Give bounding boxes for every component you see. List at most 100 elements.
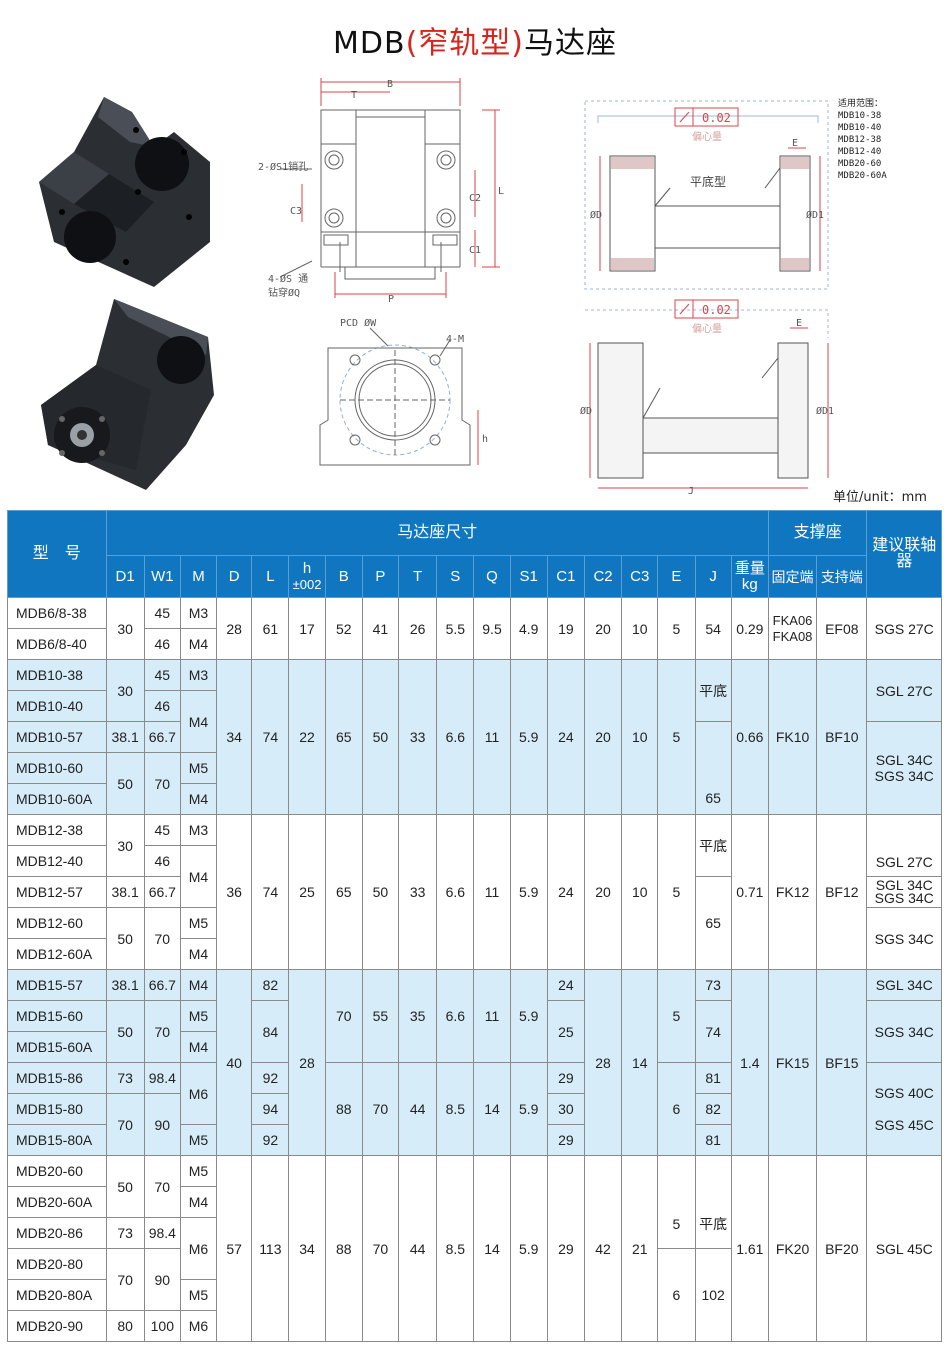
cell: 11: [473, 969, 511, 1063]
cell: 82: [694, 1093, 732, 1125]
table-row: MDB20-60 50 70 M5 57 113 34 88 70 44 8.5…: [7, 1155, 942, 1342]
cell: 20: [583, 597, 623, 660]
range-item: MDB10-38: [838, 111, 881, 121]
cell: 8.5: [436, 1155, 475, 1342]
cell: M4: [179, 1031, 218, 1063]
cell: 5.9: [509, 1062, 548, 1156]
cell: 66.7: [143, 876, 181, 908]
product-photo-bottom: [41, 299, 214, 490]
cell: 50: [105, 752, 145, 815]
applicable-range: 适用范围： MDB10-38 MDB10-40 MDB12-38 MDB12-4…: [838, 97, 887, 181]
range-item: MDB20-60: [838, 159, 881, 169]
cell: 10: [621, 814, 659, 970]
cell: 14: [473, 1155, 511, 1342]
cell: 24: [546, 969, 585, 1001]
cell: 50: [361, 659, 400, 815]
cell: 38.1: [105, 969, 145, 1001]
cell: 5.9: [509, 969, 548, 1063]
cell: SGL 27C: [866, 659, 942, 722]
cell: 84: [251, 1000, 290, 1063]
col-P: P: [361, 555, 400, 598]
col-h: h±002: [288, 555, 326, 598]
cell: M5: [179, 1279, 218, 1311]
col-C1: C1: [546, 555, 585, 598]
cell: M3: [179, 597, 218, 629]
side-view-flat-drawing: 0.02 偏心量 平底型 ØD ØD1 E: [584, 100, 829, 290]
range-item: MDB20-60A: [838, 171, 887, 181]
cell: 65: [694, 721, 732, 815]
model-cell: MDB12-38: [7, 814, 107, 846]
cell: 10: [621, 597, 659, 660]
col-D: D: [216, 555, 253, 598]
cell: 5.9: [509, 814, 548, 970]
cell: M6: [179, 1217, 218, 1280]
unit-label: 单位/unit：mm: [833, 490, 927, 505]
runout-label-1: 偏心量: [692, 130, 722, 143]
cell: 21: [621, 1155, 659, 1342]
cell: 73: [694, 969, 732, 1001]
cell: FK12: [767, 814, 818, 970]
cell: 33: [398, 814, 438, 970]
cell: M4: [179, 1186, 218, 1218]
col-T: T: [398, 555, 438, 598]
cell: 46: [143, 845, 181, 877]
cell: 44: [398, 1062, 438, 1156]
cell: 61: [251, 597, 290, 660]
table-row: MDB20-86 73 98.4 M6: [7, 1217, 942, 1280]
dim-D-2: ØD: [580, 405, 592, 417]
cell: SGL 45C: [866, 1155, 942, 1342]
table-row: MDB10-60A M4: [7, 783, 942, 815]
cell: 81: [694, 1124, 732, 1156]
dim-L: L: [498, 186, 504, 197]
side-view-drawing: 0.02 偏心量 ØD ØD1 E J: [580, 299, 834, 497]
table-row: MDB20-90 80 100 M6: [7, 1310, 942, 1342]
cell: 50: [105, 907, 145, 970]
dim-B: B: [387, 79, 393, 90]
dim-h: h: [482, 434, 488, 445]
cell: M4: [179, 938, 218, 970]
model-cell: MDB12-57: [7, 876, 107, 908]
cell: 66.7: [143, 969, 181, 1001]
spec-table: 型 号 马达座尺寸 支撑座 建议联轴器 D1 W1 M D L h±002 B …: [7, 510, 942, 1342]
cell: 70: [361, 1062, 400, 1156]
counterbore-label: 钻穿ØQ: [268, 286, 300, 299]
model-cell: MDB15-80A: [7, 1124, 107, 1156]
cell: 46: [143, 628, 181, 660]
cell: 28: [583, 969, 623, 1156]
cell: 45: [143, 659, 181, 691]
cell: 70: [143, 1000, 181, 1063]
model-cell: MDB12-60A: [7, 938, 107, 970]
cell: SGL 34C: [866, 969, 942, 1001]
cell: 57: [216, 1155, 253, 1342]
pin-hole-label: 2-ØS1销孔: [258, 160, 308, 173]
thread-label: 4-M: [446, 334, 464, 345]
cell: 1.61: [730, 1155, 769, 1342]
cell: 11: [473, 659, 511, 815]
runout-value-2: 0.02: [702, 303, 731, 317]
cell: 19: [546, 597, 585, 660]
cell: 5: [657, 659, 696, 815]
cell: SGS 27C: [866, 597, 942, 660]
range-item: MDB10-40: [838, 123, 881, 133]
cell: 45: [143, 814, 181, 846]
model-cell: MDB20-80A: [7, 1279, 107, 1311]
table-row: MDB15-60 50 70 M5 84 25 74 SGS 34C: [7, 1000, 942, 1063]
model-cell: MDB6/8-38: [7, 597, 107, 629]
cell: 平底: [694, 659, 732, 722]
cell: SGS 34C: [866, 907, 942, 970]
cell: 45: [143, 597, 181, 629]
cell: 70: [143, 752, 181, 815]
cell: M4: [179, 690, 218, 753]
cell: 35: [398, 969, 438, 1063]
dim-D1-2: ØD1: [816, 405, 834, 417]
dim-C1: C1: [469, 245, 481, 256]
dim-T: T: [351, 90, 357, 101]
cell: 0.71: [730, 814, 769, 970]
cell: 30: [105, 597, 145, 660]
cell: 1.4: [730, 969, 769, 1156]
cell: 14: [621, 969, 659, 1156]
cell: 88: [324, 1062, 363, 1156]
